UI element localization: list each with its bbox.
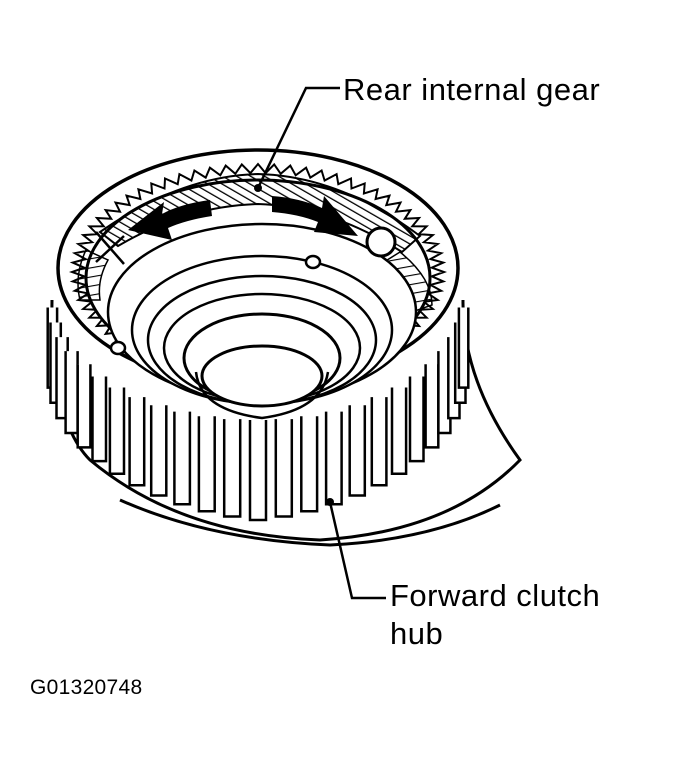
hub-bottom-ring — [119, 498, 501, 547]
spline-tooth — [300, 416, 319, 513]
hub-bore-inner — [200, 344, 324, 408]
spline-tooth — [128, 397, 146, 487]
figure-id: G01320748 — [30, 676, 143, 699]
cross-mark-icon — [95, 231, 125, 265]
rear-gear-leader-dot — [254, 184, 262, 192]
spline-tooth — [108, 387, 126, 476]
spline-tooth — [149, 405, 168, 497]
rear-gear-leader — [256, 86, 340, 189]
rotation-arrow-right-icon — [272, 196, 358, 236]
spline-tooth — [222, 419, 242, 518]
spline-tooth — [274, 419, 294, 518]
spline-tooth — [390, 387, 408, 476]
spline-tooth — [76, 364, 92, 449]
internal-gear-left-hatch — [77, 249, 110, 301]
forward-clutch-hub-label-line2: hub — [390, 616, 444, 651]
rear-internal-gear-label: Rear internal gear — [343, 72, 601, 107]
spline-tooth — [370, 397, 388, 487]
hub-bore-wall — [194, 371, 330, 420]
spline-tooth — [348, 405, 367, 497]
spline-tooth — [408, 376, 425, 463]
oil-hole-top — [304, 254, 322, 270]
spline-tooth — [197, 416, 216, 513]
forward-clutch-hub-label-line1: Forward clutch — [390, 578, 601, 613]
spline-tooth — [64, 351, 79, 435]
gear-large-hole — [365, 226, 397, 258]
rotation-arrow-left-icon — [128, 200, 212, 240]
spline-tooth — [248, 420, 268, 522]
spline-tooth — [457, 307, 470, 389]
spline-tooth — [173, 411, 192, 506]
oil-hole-left — [109, 340, 127, 356]
spline-tooth — [324, 411, 343, 506]
spline-tooth — [91, 376, 108, 463]
spline-tooth — [424, 364, 440, 449]
forward-clutch-hub-label: Forward clutch hub — [390, 577, 600, 653]
clutch-hub-splines — [46, 307, 470, 522]
clutch-hub-leader-dot — [326, 498, 334, 506]
clutch-hub-leader — [328, 501, 386, 600]
